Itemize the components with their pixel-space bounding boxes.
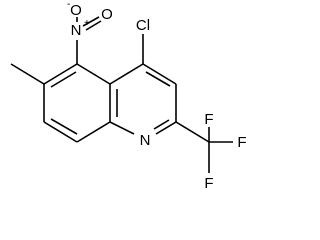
bond-c4-c3: [142, 63, 177, 85]
bond-c5-c6-inner: [50, 71, 77, 88]
bond-c2-n1-inner: [153, 119, 170, 130]
chlorine-label: Cl: [136, 17, 150, 34]
bond-c2-cf3: [175, 121, 210, 143]
nitro-oxygen-top-label: O: [70, 2, 82, 19]
bond-c5-c6: [43, 63, 78, 85]
bond-nitro-o-double-2: [85, 20, 102, 31]
nitro-nitrogen-charge: +: [84, 18, 90, 29]
bond-n1-c8a: [109, 121, 135, 135]
chemical-structure: Cl N O O N F F F + -: [10, 0, 247, 192]
bond-c7-c8-inner: [50, 118, 78, 135]
bond-group: [10, 16, 233, 173]
ring-nitrogen-label: N: [140, 132, 151, 149]
bond-c4-c4a: [109, 63, 144, 85]
bond-c4a-c5: [76, 63, 111, 85]
nitro-oxygen-charge: -: [67, 0, 70, 10]
bond-c7-c8: [43, 121, 78, 143]
fluorine-right-label: F: [237, 134, 246, 151]
atom-label-group: Cl N O O N F F F: [70, 2, 246, 192]
fluorine-top-label: F: [204, 111, 213, 128]
bond-c4-c3-inner: [145, 71, 171, 87]
nitro-nitrogen-label: N: [71, 22, 82, 39]
bond-c2-n1: [155, 121, 177, 135]
bond-c6-methyl: [10, 63, 45, 85]
nitro-oxygen-double-label: O: [101, 6, 113, 23]
charge-label-group: + -: [67, 0, 90, 29]
fluorine-bottom-label: F: [204, 175, 213, 192]
bond-c8-c8a: [76, 121, 111, 143]
bond-nitro-o-double-1: [82, 16, 100, 27]
